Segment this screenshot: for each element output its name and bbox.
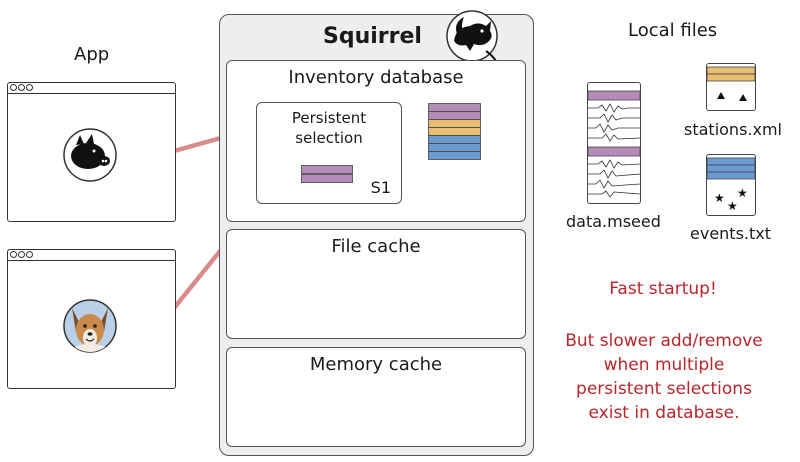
pig-icon	[63, 128, 117, 182]
events-txt-label: events.txt	[690, 224, 772, 243]
file-cache-panel: File cache	[226, 229, 526, 339]
memory-cache-title: Memory cache	[309, 354, 443, 375]
window-dot-icon	[18, 84, 25, 91]
selection-id-label: S1	[370, 178, 391, 197]
svg-text:★: ★	[737, 186, 748, 200]
app-window-pig[interactable]	[7, 82, 176, 222]
svg-text:★: ★	[714, 191, 725, 205]
window-dot-icon	[10, 251, 17, 258]
squirrel-title: Squirrel	[323, 24, 422, 49]
window-titlebar	[8, 83, 175, 94]
window-dot-icon	[26, 251, 33, 258]
local-files-title: Local files	[628, 20, 718, 41]
database-stack-icon	[428, 103, 481, 160]
memory-cache-panel: Memory cache	[226, 347, 526, 447]
data-mseed-file-icon[interactable]	[587, 82, 641, 204]
inventory-database-title: Inventory database	[288, 67, 464, 88]
window-titlebar	[8, 250, 175, 261]
waveform-icon	[588, 90, 640, 198]
svg-text:★: ★	[727, 199, 738, 213]
file-cache-title: File cache	[331, 236, 421, 257]
data-mseed-label: data.mseed	[566, 212, 661, 231]
app-label: App	[74, 44, 110, 65]
fast-startup-note: Fast startup!	[609, 279, 717, 299]
events-txt-file-icon[interactable]: ★ ★ ★	[706, 154, 756, 216]
selection-stack-icon	[301, 165, 353, 183]
stations-xml-label: stations.xml	[684, 120, 782, 139]
persistent-selection-box[interactable]: Persistent selection S1	[256, 102, 402, 204]
stations-xml-file-icon[interactable]	[706, 63, 756, 111]
squirrel-logo-icon	[446, 10, 498, 62]
window-dot-icon	[18, 251, 25, 258]
stations-icon	[707, 66, 755, 101]
window-dot-icon	[10, 84, 17, 91]
app-window-dog[interactable]	[7, 249, 176, 389]
window-dot-icon	[26, 84, 33, 91]
dog-icon	[63, 299, 117, 353]
events-icon: ★ ★ ★	[707, 157, 755, 213]
slower-add-remove-note: But slower add/remove when multiple pers…	[565, 331, 763, 423]
persistent-selection-title: Persistent selection	[291, 109, 367, 147]
